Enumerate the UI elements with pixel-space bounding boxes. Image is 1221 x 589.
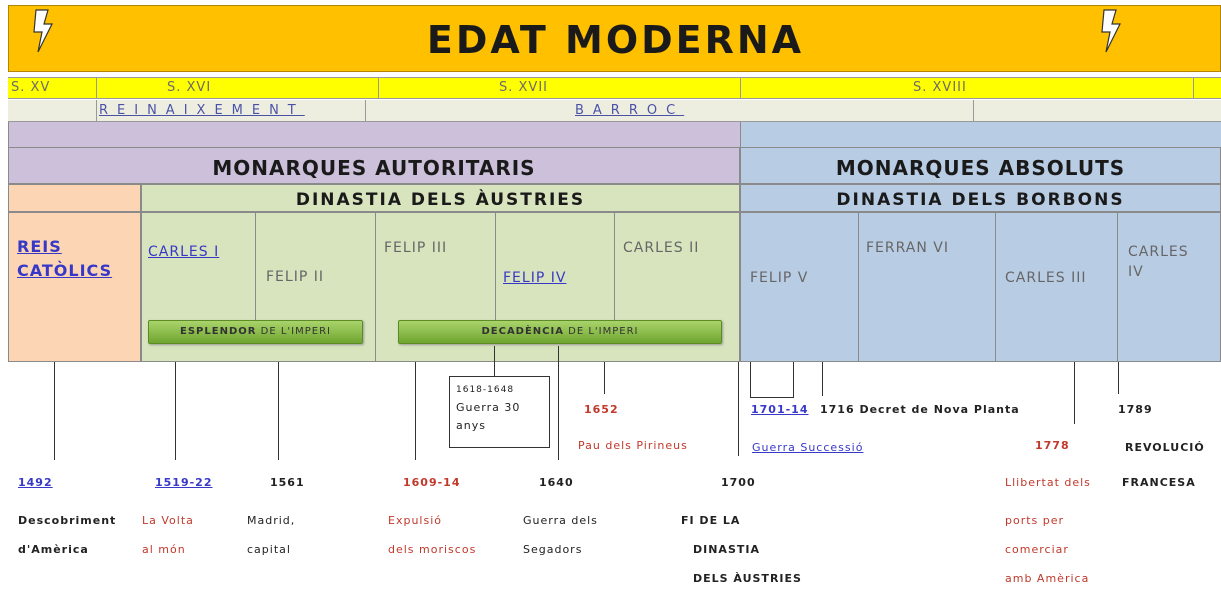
- divider: [375, 212, 376, 362]
- esplendor-button[interactable]: ESPLENDOR DE L'IMPERI: [148, 320, 363, 344]
- connector-line: [738, 362, 739, 456]
- king-carles-iv-b: IV: [1128, 264, 1144, 280]
- connector-line: [558, 346, 559, 460]
- divider: [255, 212, 256, 320]
- king-felip-ii: FELIP II: [266, 269, 324, 285]
- event-1609-line1: Expulsió: [388, 514, 442, 527]
- king-felip-v: FELIP V: [750, 270, 809, 286]
- event-1700-year: 1700: [721, 476, 756, 489]
- event-1561-line2: capital: [247, 543, 291, 556]
- king-carles-i[interactable]: CARLES I: [148, 244, 220, 260]
- event-1492-year[interactable]: 1492: [18, 476, 53, 489]
- lightning-bolt-icon: [1101, 9, 1121, 53]
- event-1652-year: 1652: [584, 403, 619, 416]
- esplendor-bold: ESPLENDOR: [180, 326, 257, 337]
- event-1700-line2: DINASTIA: [693, 543, 760, 556]
- connector-line: [604, 362, 605, 394]
- monarques-autoritaris: MONARQUES AUTORITARIS: [8, 147, 740, 184]
- event-1789-year: 1789: [1118, 403, 1153, 416]
- style-reinaixement[interactable]: REINAIXEMENT: [96, 100, 366, 122]
- event-1701-year[interactable]: 1701-14: [751, 403, 809, 416]
- century-xvi: S. XVI: [96, 77, 378, 99]
- king-felip-iii: FELIP III: [384, 240, 448, 256]
- event-1519-year[interactable]: 1519-22: [155, 476, 213, 489]
- connector-line: [822, 362, 823, 396]
- century-xix-cell: [1193, 77, 1221, 99]
- style-divider: [973, 100, 974, 122]
- event-1561-year: 1561: [270, 476, 305, 489]
- style-barroc[interactable]: BARROC: [575, 103, 685, 118]
- king-felip-iv[interactable]: FELIP IV: [503, 270, 567, 286]
- king-carles-iii: CARLES III: [1005, 270, 1087, 286]
- event-1778-line2: ports per: [1005, 514, 1065, 527]
- century-xviii: S. XVIII: [740, 77, 1193, 99]
- autoritaris-top: [8, 122, 740, 147]
- century-xv: S. XV: [11, 80, 51, 95]
- event-1640-line2: Segadors: [523, 543, 583, 556]
- event-1778-line4: amb Amèrica: [1005, 572, 1090, 585]
- event-1609-line2: dels moriscos: [388, 543, 477, 556]
- event-1618-year: 1618-1648: [456, 385, 515, 395]
- divider: [995, 212, 996, 362]
- event-1640-year: 1640: [539, 476, 574, 489]
- connector-line: [175, 362, 176, 460]
- connector-line: [494, 346, 495, 376]
- event-1618-line2: anys: [456, 419, 486, 432]
- absoluts-top: [740, 122, 1221, 147]
- divider: [1117, 212, 1118, 362]
- event-box-1618: 1618-1648 Guerra 30 anys: [449, 376, 550, 448]
- event-1701-line1[interactable]: Guerra Successió: [752, 441, 864, 454]
- king-reis-catolics[interactable]: REIS CATÒLICS: [17, 237, 113, 280]
- decadencia-bold: DECADÈNCIA: [481, 326, 564, 337]
- event-1700-line1: FI DE LA: [681, 514, 741, 527]
- century-xvii: S. XVII: [378, 77, 740, 99]
- king-ferran-vi: FERRAN VI: [866, 240, 949, 256]
- divider: [614, 212, 615, 320]
- monarques-absoluts: MONARQUES ABSOLUTS: [740, 147, 1221, 184]
- dinastia-borbons: DINASTIA DELS BORBONS: [740, 184, 1221, 212]
- event-1618-line1: Guerra 30: [456, 401, 521, 414]
- event-1640-line1: Guerra dels: [523, 514, 598, 527]
- king-carles-iv-a: CARLES: [1128, 244, 1189, 260]
- decadencia-rest: DE L'IMPERI: [563, 326, 639, 337]
- art-styles-row: [8, 100, 1221, 122]
- connector-line: [278, 362, 279, 460]
- event-1492-line1: Descobriment: [18, 514, 117, 527]
- title-bar: EDAT MODERNA: [8, 5, 1221, 72]
- reis-dynasty-cell: [8, 184, 141, 212]
- connector-line: [1074, 362, 1075, 424]
- king-carles-ii: CARLES II: [623, 240, 700, 256]
- event-1519-line1: La Volta: [142, 514, 194, 527]
- esplendor-rest: DE L'IMPERI: [256, 326, 331, 337]
- event-1700-line3: DELS ÀUSTRIES: [693, 572, 802, 585]
- dinastia-austries: DINASTIA DELS ÀUSTRIES: [141, 184, 740, 212]
- event-1789-line1: REVOLUCIÓ: [1125, 441, 1205, 454]
- king-cell-reis-catolics: REIS CATÒLICS: [8, 212, 141, 362]
- page-title: EDAT MODERNA: [426, 18, 805, 62]
- bracket-1701: [750, 362, 794, 398]
- connector-line: [1118, 362, 1119, 394]
- event-1561-line1: Madrid,: [247, 514, 296, 527]
- connector-line: [415, 362, 416, 460]
- event-1652-line1: Pau dels Pirineus: [578, 439, 688, 452]
- event-1778-line1: Llibertat dels: [1005, 476, 1091, 489]
- connector-line: [54, 362, 55, 460]
- divider: [495, 212, 496, 320]
- event-1716: 1716 Decret de Nova Planta: [820, 403, 1020, 416]
- event-1519-line2: al món: [142, 543, 186, 556]
- borbons-kings: [740, 212, 1221, 362]
- event-1778-year: 1778: [1035, 439, 1070, 452]
- event-1789-line2: FRANCESA: [1122, 476, 1196, 489]
- divider: [858, 212, 859, 362]
- centuries-row: [8, 77, 1221, 99]
- event-1609-year: 1609-14: [403, 476, 461, 489]
- event-1778-line3: comerciar: [1005, 543, 1069, 556]
- decadencia-button[interactable]: DECADÈNCIA DE L'IMPERI: [398, 320, 722, 344]
- event-1492-line2: d'Amèrica: [18, 543, 89, 556]
- lightning-bolt-icon: [33, 9, 53, 53]
